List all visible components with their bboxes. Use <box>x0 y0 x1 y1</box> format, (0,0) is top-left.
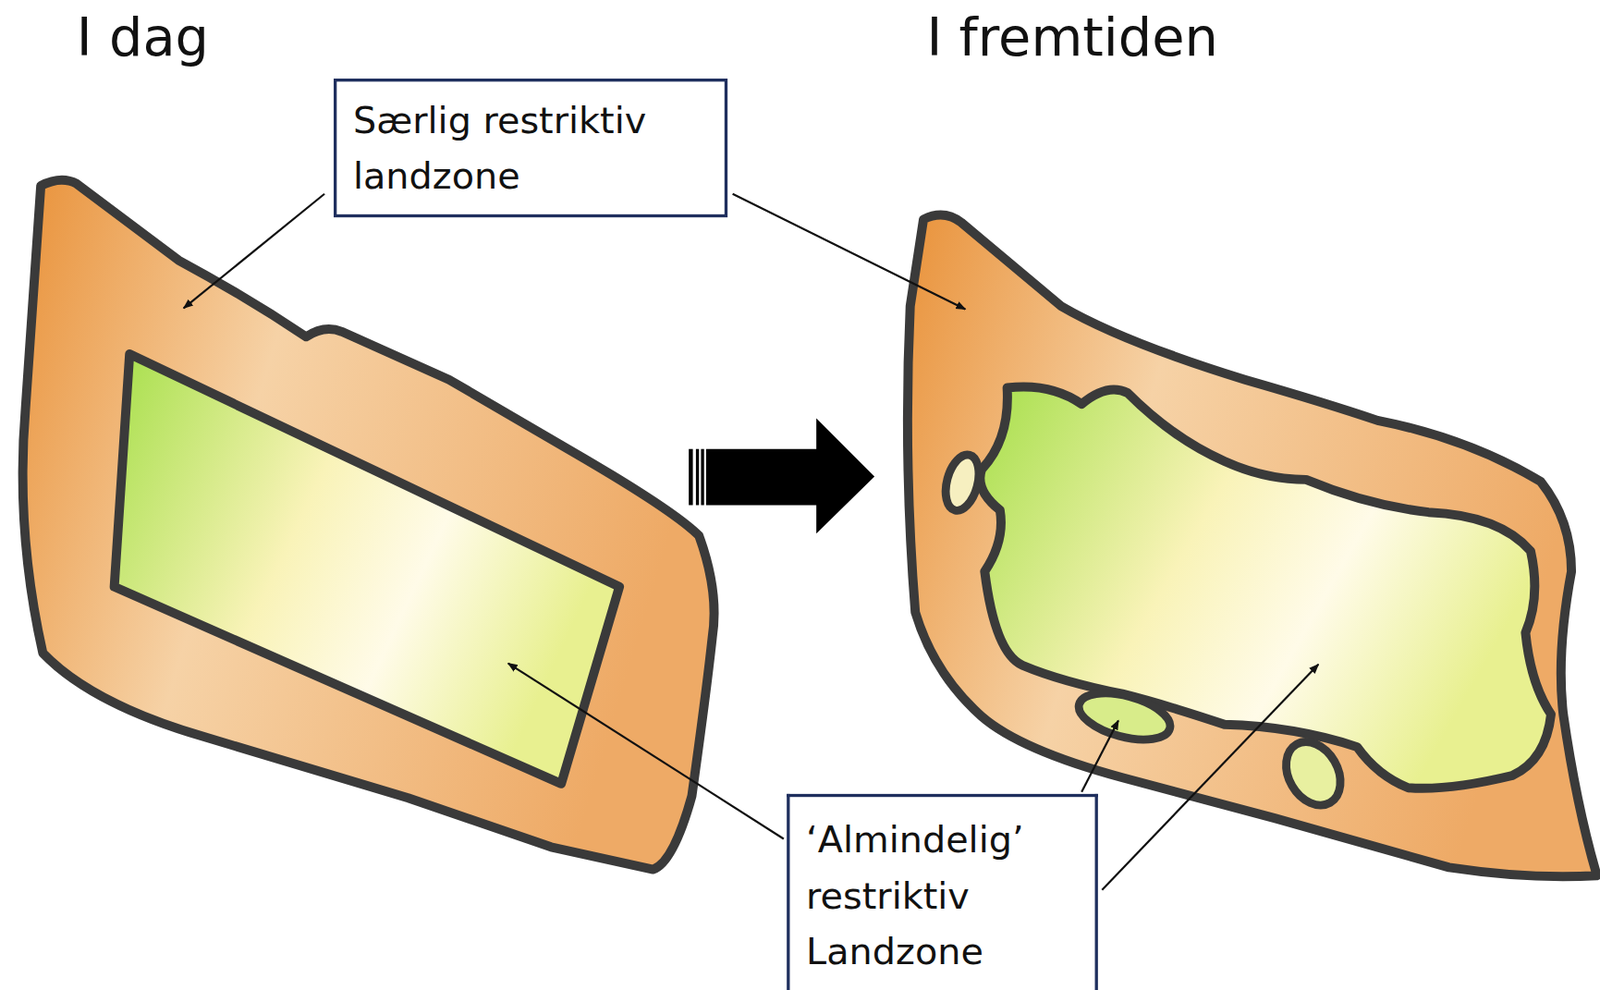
arrow-stripe <box>696 449 699 506</box>
inner-zone <box>114 354 620 784</box>
outer-zone <box>907 215 1598 878</box>
callout-box: Særlig restriktiv landzone <box>333 78 728 218</box>
callout-box: ‘Almindelig’ restriktiv Landzone <box>786 793 1099 990</box>
inner-zone <box>979 386 1552 788</box>
leader-line <box>508 663 784 840</box>
callout-text: ‘Almindelig’ restriktiv Landzone <box>806 811 1079 980</box>
leader-line <box>1081 720 1119 792</box>
leader-line <box>1101 664 1319 891</box>
new-zone-spot <box>940 451 985 514</box>
panel-heading: I dag <box>76 8 209 67</box>
callout-text: Særlig restriktiv landzone <box>353 91 709 204</box>
arrow-stripe <box>688 449 693 506</box>
arrow-stripe <box>700 449 704 506</box>
leader-line <box>732 194 966 310</box>
transition-arrow <box>706 418 875 535</box>
outer-zone <box>23 180 715 870</box>
panel-heading: I fremtiden <box>926 8 1219 67</box>
leader-line <box>183 194 325 309</box>
new-zone-spot <box>1275 732 1352 816</box>
new-zone-spot <box>1074 684 1176 749</box>
